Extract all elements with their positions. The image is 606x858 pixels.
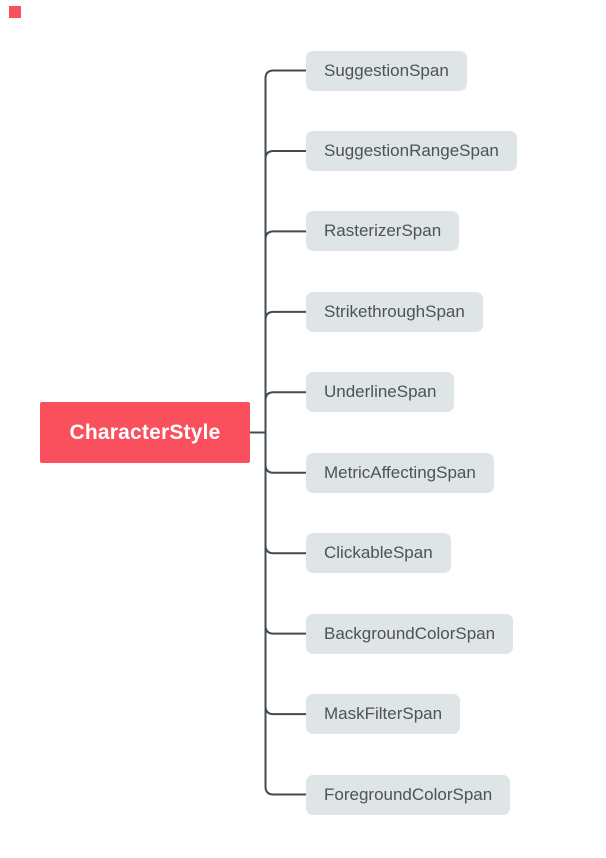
connector-path	[264, 431, 307, 796]
tree-node-suggestionrangespan: SuggestionRangeSpan	[306, 130, 517, 171]
tree-node-foregroundcolorspan: ForegroundColorSpan	[306, 774, 511, 815]
tree-node-label: StrikethroughSpan	[324, 301, 465, 321]
tree-node-label: ForegroundColorSpan	[324, 784, 493, 804]
connector-path	[264, 230, 307, 434]
connector-path	[264, 310, 307, 434]
root-node-characterstyle: CharacterStyle	[40, 402, 250, 463]
tree-node-maskfilterspan: MaskFilterSpan	[306, 694, 461, 735]
tree-node-label: MaskFilterSpan	[324, 704, 443, 724]
tree-node-label: SuggestionSpan	[324, 60, 449, 80]
connector-path	[264, 431, 307, 716]
tree-node-label: SuggestionRangeSpan	[324, 140, 499, 160]
connector-path	[264, 391, 307, 434]
tree-node-label: BackgroundColorSpan	[324, 623, 496, 643]
tree-node-label: UnderlineSpan	[324, 382, 437, 402]
tree-node-suggestionspan: SuggestionSpan	[306, 50, 467, 91]
tree-node-label: ClickableSpan	[324, 543, 433, 563]
tree-node-label: MetricAffectingSpan	[324, 462, 476, 482]
connector-path	[264, 149, 307, 434]
connector-path	[264, 431, 307, 555]
tree-node-underlinespan: UnderlineSpan	[306, 372, 455, 413]
tree-node-rasterizerspan: RasterizerSpan	[306, 211, 460, 252]
connector-path	[264, 69, 307, 434]
connector-path	[264, 431, 307, 474]
connector-path	[264, 431, 307, 635]
tree-node-strikethroughspan: StrikethroughSpan	[306, 291, 483, 332]
corner-marker	[9, 6, 21, 18]
tree-node-metricaffectingspan: MetricAffectingSpan	[306, 452, 494, 493]
tree-node-label: RasterizerSpan	[324, 221, 442, 241]
tree-node-clickablespan: ClickableSpan	[306, 533, 451, 574]
root-node-label: CharacterStyle	[69, 420, 221, 444]
tree-node-backgroundcolorspan: BackgroundColorSpan	[306, 613, 514, 654]
